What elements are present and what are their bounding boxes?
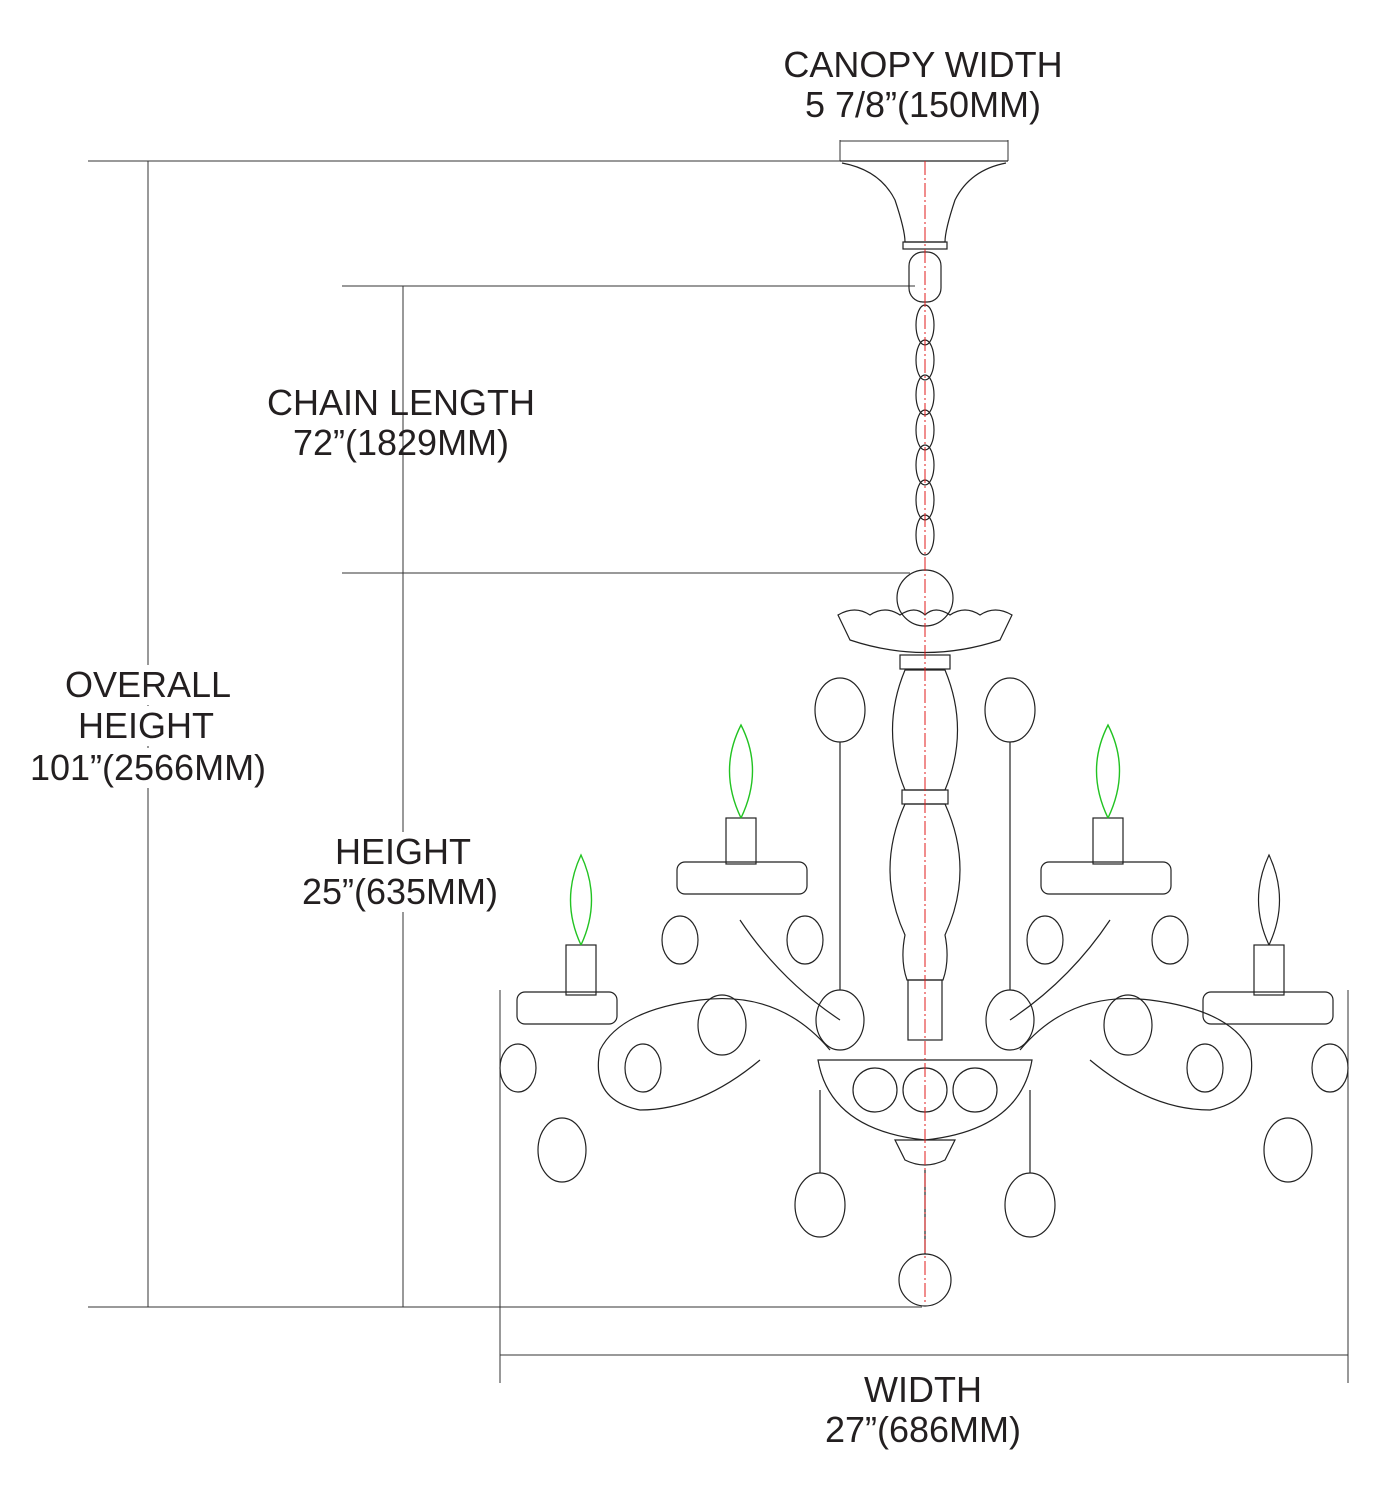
arms — [597, 919, 1253, 1111]
chain-length-label: CHAIN LENGTH — [266, 382, 536, 423]
canopy-width-value: 5 7/8”(150MM) — [804, 84, 1042, 125]
overall-height-label-1: OVERALL — [64, 664, 232, 705]
overall-height-label-2: HEIGHT — [77, 705, 215, 746]
canopy-width-label: CANOPY WIDTH — [783, 44, 1063, 85]
height-label: HEIGHT — [334, 831, 472, 872]
candles — [516, 723, 1334, 1025]
width-value: 27”(686MM) — [824, 1409, 1022, 1450]
overall-height-value: 101”(2566MM) — [29, 747, 267, 788]
height-value: 25”(635MM) — [301, 871, 499, 912]
chain-length-value: 72”(1829MM) — [292, 422, 510, 463]
canopy — [840, 160, 1008, 250]
dimension-lines — [88, 140, 1349, 1383]
width-label: WIDTH — [864, 1369, 982, 1410]
crystals — [499, 677, 1349, 1254]
